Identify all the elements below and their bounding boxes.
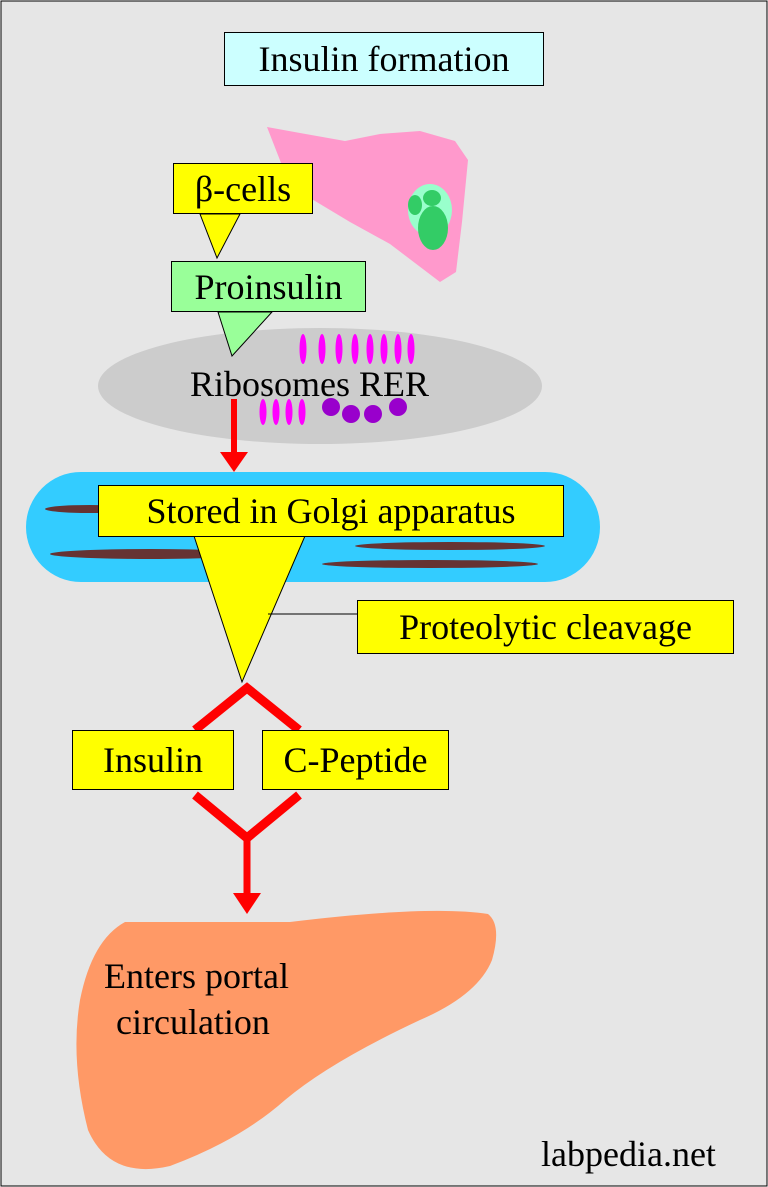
ribosome-stroke (335, 334, 343, 364)
nucleus-upper (423, 190, 441, 206)
portal-label-line1: Enters portal (104, 956, 289, 996)
watermark: labpedia.net (541, 1134, 716, 1174)
ribosome-stroke (380, 334, 388, 364)
ribosome-strokes-lower (259, 399, 306, 425)
golgi-cisterna (322, 560, 538, 568)
beta-cells-label: β-cells (194, 168, 292, 209)
proinsulin-pointer (217, 311, 274, 357)
cleavage-box: Proteolytic cleavage (357, 600, 734, 654)
c-peptide-box: C-Peptide (262, 730, 449, 790)
arrow-head-rer-golgi (220, 452, 248, 472)
ribosome-stroke (351, 334, 359, 364)
ribosome-stroke (299, 334, 307, 364)
beta-cell-shape (267, 127, 468, 282)
ribosome-dot (364, 405, 382, 423)
proinsulin-box: Proinsulin (171, 261, 366, 312)
insulin-label: Insulin (102, 740, 203, 780)
rer-ellipse (98, 328, 542, 444)
portal-label-line2: circulation (116, 1002, 270, 1042)
beta-cells-box: β-cells (173, 163, 313, 214)
page-title: Insulin formation (258, 39, 510, 79)
insulin-box: Insulin (72, 730, 234, 790)
ribosome-stroke (285, 399, 293, 425)
ribosome-dot (322, 398, 340, 416)
ribosome-dot (342, 405, 360, 423)
ribosome-stroke (272, 399, 280, 425)
golgi-box: Stored in Golgi apparatus (98, 485, 564, 537)
ribosome-stroke (407, 334, 415, 364)
ribosome-dots (322, 398, 407, 423)
cleavage-label: Proteolytic cleavage (399, 607, 692, 647)
ribosome-stroke (366, 334, 374, 364)
c-peptide-label: C-Peptide (283, 740, 428, 780)
nucleus-main (418, 206, 448, 250)
title-box: Insulin formation (224, 32, 544, 86)
beta-cells-pointer (199, 213, 241, 260)
arrow-head-portal (233, 893, 261, 914)
ribosome-stroke (318, 334, 326, 364)
split-lines (192, 682, 302, 734)
ribosome-stroke (259, 399, 267, 425)
nucleus-small (408, 195, 422, 215)
ribosome-dot (389, 398, 407, 416)
ribosome-strokes-upper (299, 334, 415, 364)
golgi-label: Stored in Golgi apparatus (146, 491, 516, 531)
ribosome-stroke (298, 399, 306, 425)
liver-shape (76, 910, 497, 1170)
ribosome-stroke (394, 334, 402, 364)
golgi-cisterna (355, 542, 545, 550)
proinsulin-label: Proinsulin (194, 266, 343, 307)
ribosomes-rer-label: Ribosomes RER (190, 364, 430, 404)
